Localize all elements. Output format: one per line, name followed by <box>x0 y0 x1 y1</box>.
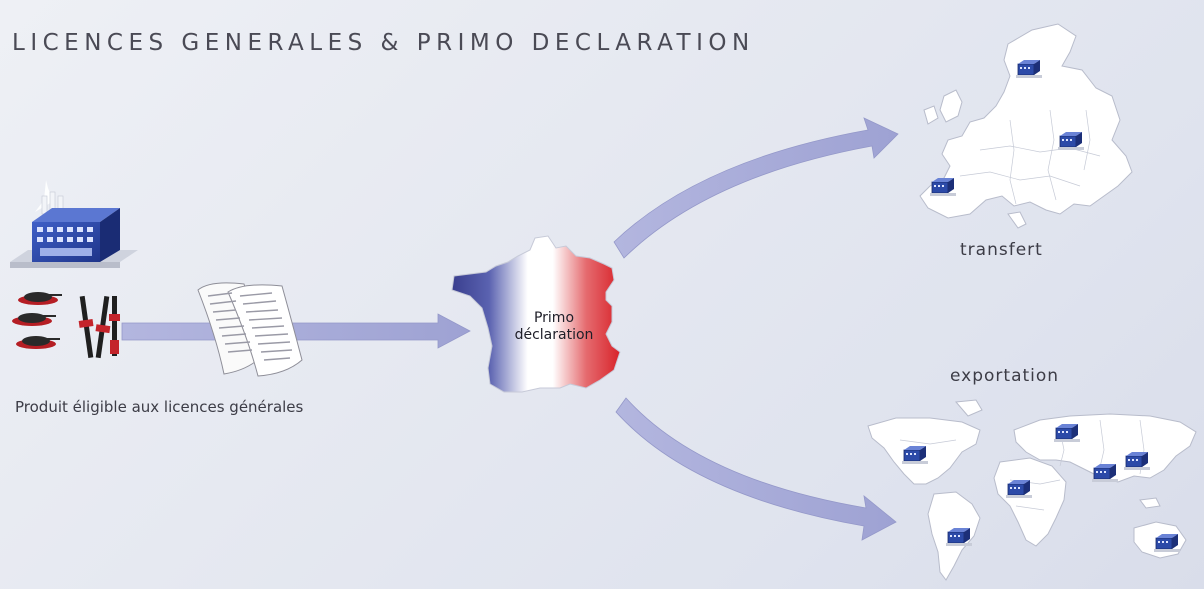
product-caption: Produit éligible aux licences générales <box>15 398 304 416</box>
world-map-icon <box>867 399 1197 581</box>
factory-icon <box>10 180 138 268</box>
primo-label-line2: déclaration <box>514 327 594 343</box>
arrow-to-transfert <box>613 117 899 259</box>
primo-declaration-label: Primo déclaration <box>488 310 620 344</box>
primo-label-line1: Primo <box>533 310 575 326</box>
weapons-icon <box>12 292 120 359</box>
france-map-icon <box>451 235 621 393</box>
europe-map-icon <box>919 23 1133 229</box>
arrow-to-exportation <box>615 397 897 541</box>
arrow-to-primo <box>121 313 471 349</box>
diagram-title: LICENCES GENERALES & PRIMO DECLARATION <box>12 30 755 56</box>
transfert-caption: transfert <box>960 240 1043 260</box>
exportation-caption: exportation <box>950 366 1060 386</box>
documents-icon <box>197 282 303 377</box>
